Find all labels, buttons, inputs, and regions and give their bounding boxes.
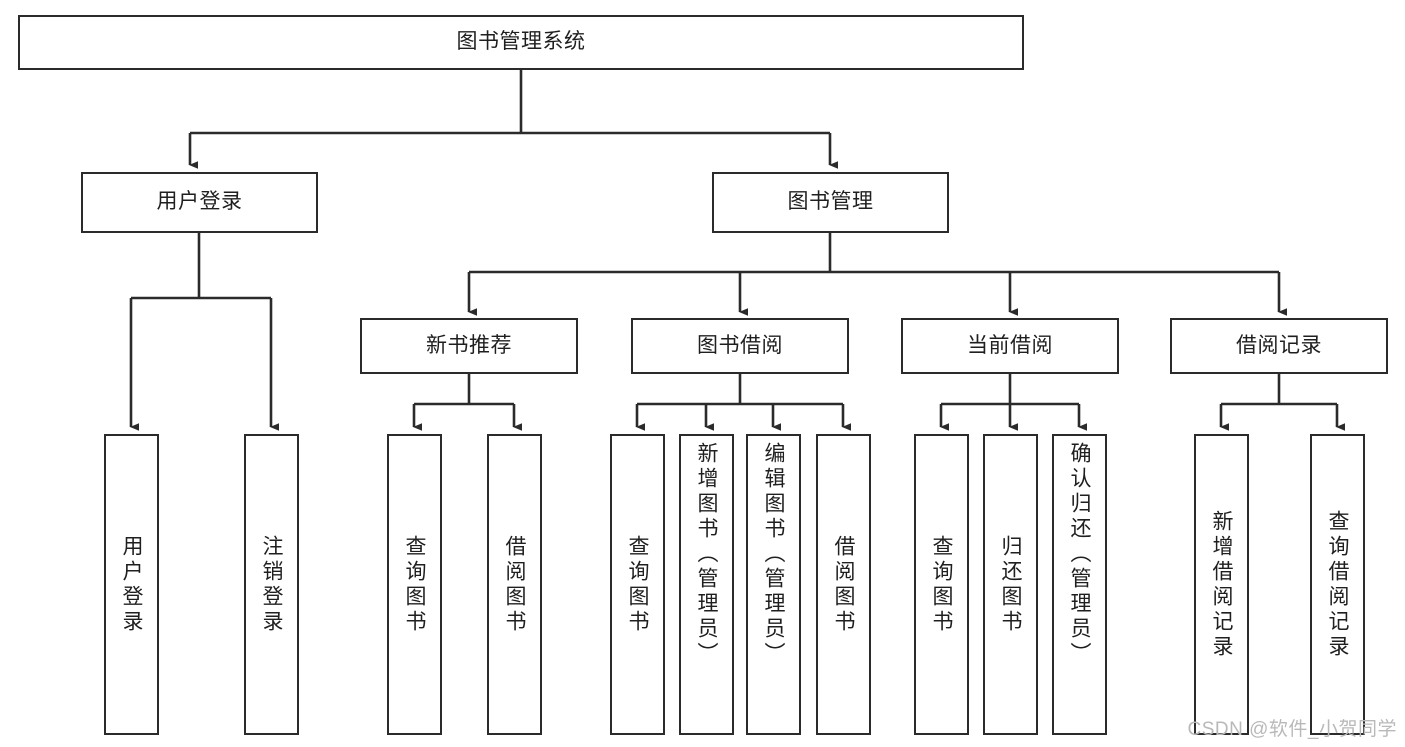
leaf-rec-query[interactable]: 查询图书 bbox=[387, 434, 442, 735]
leaf-current-confirm[interactable]: 确认归还（管理员） bbox=[1052, 434, 1107, 735]
node-book-manage-label: 图书管理 bbox=[787, 190, 874, 214]
leaf-user-login[interactable]: 用户登录 bbox=[104, 434, 159, 735]
node-root-label: 图书管理系统 bbox=[456, 30, 586, 54]
node-borrow-record-label: 借阅记录 bbox=[1236, 333, 1322, 357]
leaf-current-return-label: 归还图书 bbox=[999, 534, 1022, 635]
leaf-borrow-query-label: 查询图书 bbox=[626, 534, 649, 635]
leaf-rec-borrow-label: 借阅图书 bbox=[503, 534, 526, 635]
leaf-user-logout-label: 注销登录 bbox=[260, 534, 283, 635]
node-book-manage[interactable]: 图书管理 bbox=[712, 172, 949, 233]
node-new-book-rec[interactable]: 新书推荐 bbox=[360, 318, 578, 374]
node-book-borrow-label: 图书借阅 bbox=[697, 333, 783, 357]
leaf-borrow-edit-label: 编辑图书（管理员） bbox=[762, 442, 785, 667]
leaf-borrow-add[interactable]: 新增图书（管理员） bbox=[679, 434, 734, 735]
leaf-current-confirm-label: 确认归还（管理员） bbox=[1068, 442, 1091, 667]
leaf-record-add[interactable]: 新增借阅记录 bbox=[1194, 434, 1249, 735]
leaf-rec-borrow[interactable]: 借阅图书 bbox=[487, 434, 542, 735]
leaf-current-query-label: 查询图书 bbox=[930, 534, 953, 635]
leaf-current-return[interactable]: 归还图书 bbox=[983, 434, 1038, 735]
watermark: CSDN @软件_小贺同学 bbox=[1187, 719, 1397, 740]
leaf-current-query[interactable]: 查询图书 bbox=[914, 434, 969, 735]
leaf-record-add-label: 新增借阅记录 bbox=[1210, 509, 1233, 660]
leaf-user-logout[interactable]: 注销登录 bbox=[244, 434, 299, 735]
leaf-record-query[interactable]: 查询借阅记录 bbox=[1310, 434, 1365, 735]
leaf-borrow-edit[interactable]: 编辑图书（管理员） bbox=[746, 434, 801, 735]
leaf-record-query-label: 查询借阅记录 bbox=[1326, 509, 1349, 660]
leaf-borrow-lend-label: 借阅图书 bbox=[832, 534, 855, 635]
node-current-borrow[interactable]: 当前借阅 bbox=[901, 318, 1119, 374]
leaf-user-login-label: 用户登录 bbox=[120, 534, 143, 635]
node-borrow-record[interactable]: 借阅记录 bbox=[1170, 318, 1388, 374]
node-book-borrow[interactable]: 图书借阅 bbox=[631, 318, 849, 374]
leaf-borrow-query[interactable]: 查询图书 bbox=[610, 434, 665, 735]
leaf-rec-query-label: 查询图书 bbox=[403, 534, 426, 635]
leaf-borrow-add-label: 新增图书（管理员） bbox=[695, 442, 718, 667]
leaf-borrow-lend[interactable]: 借阅图书 bbox=[816, 434, 871, 735]
node-new-book-rec-label: 新书推荐 bbox=[426, 333, 512, 357]
node-current-borrow-label: 当前借阅 bbox=[967, 333, 1053, 357]
node-root[interactable]: 图书管理系统 bbox=[18, 15, 1024, 70]
node-user-login[interactable]: 用户登录 bbox=[81, 172, 318, 233]
node-user-login-label: 用户登录 bbox=[156, 190, 243, 214]
